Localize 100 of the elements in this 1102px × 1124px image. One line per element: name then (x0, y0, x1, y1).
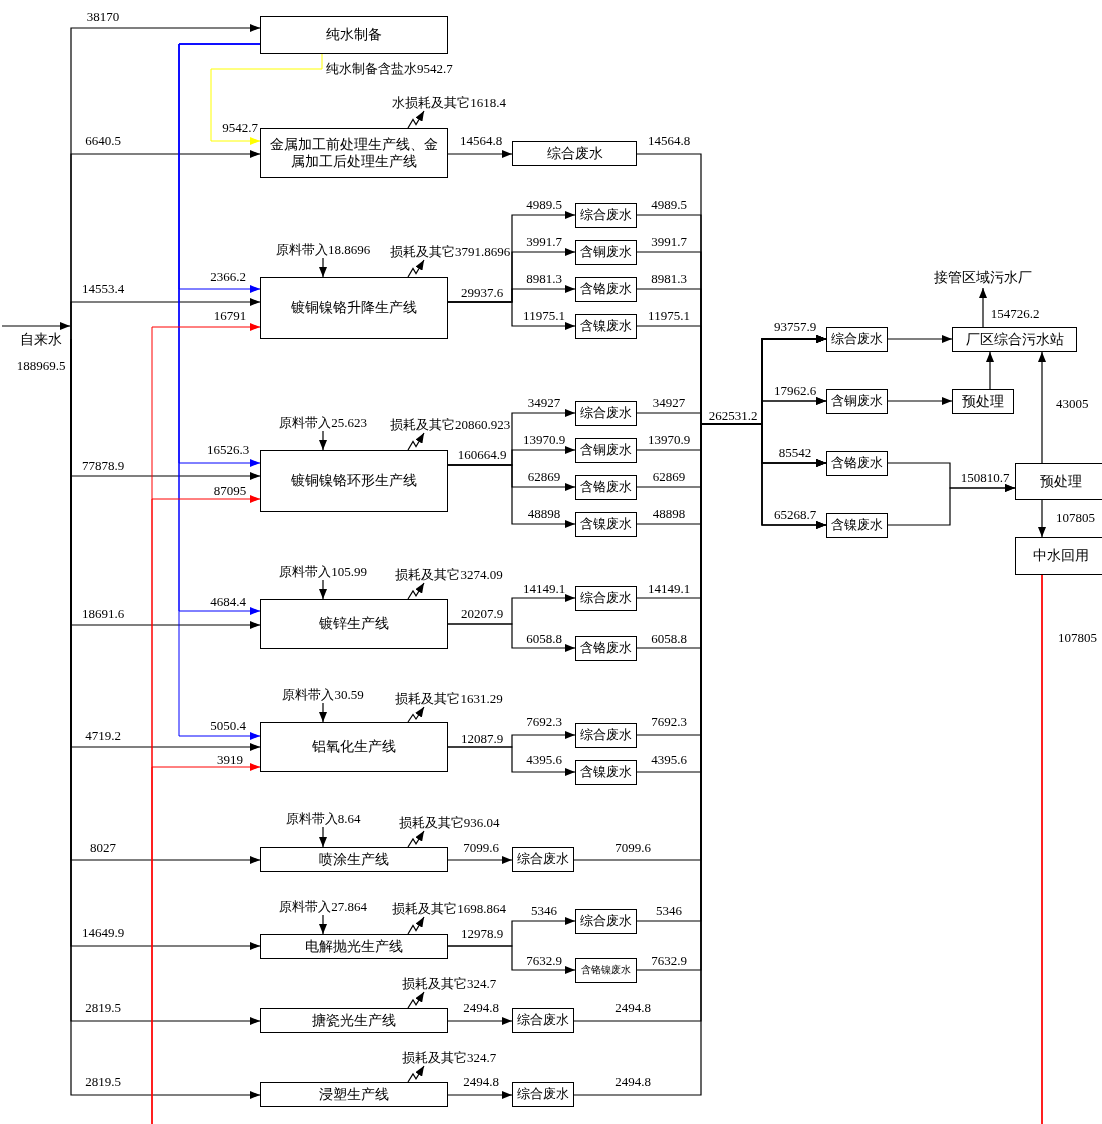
flow-arrow (887, 397, 953, 405)
flow-arrow (319, 826, 327, 848)
destination-label: 接管区域污水厂 (930, 270, 1036, 288)
edge-label: 16526.3 (206, 442, 250, 458)
edge-label: 3991.7 (526, 234, 562, 250)
process-box: 电解抛光生产线 (260, 934, 448, 959)
process-box: 搪瓷光生产线 (260, 1008, 448, 1033)
loss-label: 水损耗及其它1618.4 (390, 95, 508, 111)
flow-arrow (447, 1017, 513, 1025)
edge-label: 3991.7 (651, 234, 687, 250)
edge-label: 3919 (217, 752, 243, 768)
edge-label: 14649.9 (81, 925, 125, 941)
wastewater-box: 含铬废水 (826, 451, 888, 476)
flow-arrow (636, 423, 827, 971)
edge-label: 14149.1 (647, 581, 691, 597)
edge-label: 107805 (1056, 510, 1095, 526)
wastewater-box: 综合废水 (826, 327, 888, 352)
wastewater-box: 含铜废水 (575, 438, 637, 463)
edge-label: 154726.2 (990, 306, 1040, 322)
process-box: 纯水制备 (260, 16, 448, 54)
flow-arrow (1, 322, 71, 330)
flow-arrow (447, 856, 513, 864)
process-box: 镀铜镍铬环形生产线 (260, 450, 448, 512)
flow-arrow (979, 287, 987, 328)
loss-label: 损耗及其它936.04 (390, 815, 508, 831)
input-label: 原料带入8.64 (273, 811, 373, 827)
wastewater-box: 综合废水 (575, 586, 637, 611)
flow-arrow (447, 150, 513, 158)
edge-label: 7099.6 (463, 840, 499, 856)
loss-arrow (407, 916, 425, 935)
flow-value: 20207.9 (460, 606, 504, 622)
loss-arrow (407, 830, 425, 848)
edge-label: 4395.6 (651, 752, 687, 768)
flow-arrow (887, 484, 1016, 526)
process-box: 预处理 (952, 389, 1014, 414)
edge-label: 7099.6 (615, 840, 651, 856)
edge-label: 2494.8 (615, 1000, 651, 1016)
edge-label: 纯水制备含盐水9542.7 (326, 61, 453, 77)
wastewater-box: 含镍废水 (575, 760, 637, 785)
edge-label: 5346 (656, 903, 682, 919)
edge-label: 11975.1 (648, 308, 690, 324)
input-label: 原料带入30.59 (273, 687, 373, 703)
process-box: 喷涂生产线 (260, 847, 448, 872)
edge-label: 6640.5 (85, 133, 121, 149)
edge-label: 8981.3 (526, 271, 562, 287)
flow-value: 85542 (778, 445, 812, 461)
input-label: 原料带入18.8696 (273, 242, 373, 258)
edge-label: 13970.9 (522, 432, 566, 448)
loss-arrow (407, 432, 425, 451)
flow-value: 12978.9 (460, 926, 504, 942)
loss-arrow (407, 582, 425, 600)
edge-label: 8027 (90, 840, 116, 856)
edge-label: 2819.5 (85, 1074, 121, 1090)
flow-value: 29937.6 (460, 285, 504, 301)
wastewater-box: 含铬废水 (575, 277, 637, 302)
edge-label: 4989.5 (526, 197, 562, 213)
wastewater-box: 含镍废水 (826, 513, 888, 538)
loss-arrow (407, 706, 425, 723)
flow-arrow (178, 43, 261, 740)
wastewater-box: 综合废水 (512, 141, 637, 166)
edge-label: 43005 (1056, 396, 1089, 412)
wastewater-box: 综合废水 (575, 909, 637, 934)
flow-arrow (319, 579, 327, 600)
loss-arrow (407, 1065, 425, 1083)
edge-label: 4395.6 (526, 752, 562, 768)
input-label: 原料带入27.864 (273, 899, 373, 915)
process-box: 金属加工前处理生产线、金属加工后处理生产线 (260, 128, 448, 178)
source-label: 自来水 (20, 332, 62, 348)
flow-arrow (447, 746, 576, 776)
edge-label: 11975.1 (523, 308, 565, 324)
flow-arrow (1038, 499, 1046, 538)
flow-arrow (447, 301, 576, 330)
flow-value: 150810.7 (960, 470, 1010, 486)
process-box: 镀铜镍铬升降生产线 (260, 277, 448, 339)
process-box: 预处理 (1015, 463, 1102, 500)
edge-label: 14553.4 (81, 281, 125, 297)
flow-value: 160664.9 (457, 447, 507, 463)
flow-arrow (319, 914, 327, 935)
flow-value: 17962.6 (773, 383, 817, 399)
edge-label: 6058.8 (526, 631, 562, 647)
wastewater-box: 含铬镍废水 (575, 958, 637, 983)
input-label: 原料带入105.99 (273, 564, 373, 580)
loss-arrow (407, 259, 425, 278)
flow-arrow (319, 430, 327, 451)
flow-arrow (69, 298, 261, 341)
edge-label: 87095 (213, 483, 247, 499)
edge-label: 14564.8 (647, 133, 691, 149)
edge-label: 7692.3 (651, 714, 687, 730)
edge-label: 34927 (527, 395, 561, 411)
wastewater-box: 含镍废水 (575, 314, 637, 339)
loss-arrow (407, 110, 425, 129)
flow-value: 65268.7 (773, 507, 817, 523)
edge-label: 8981.3 (651, 271, 687, 287)
wastewater-box: 综合废水 (512, 1008, 574, 1033)
edge-label: 2494.8 (463, 1074, 499, 1090)
edge-label: 5346 (531, 903, 557, 919)
process-box: 镀锌生产线 (260, 599, 448, 649)
edge-label: 38170 (86, 9, 120, 25)
edge-label: 7632.9 (526, 953, 562, 969)
loss-label: 损耗及其它324.7 (390, 976, 508, 992)
